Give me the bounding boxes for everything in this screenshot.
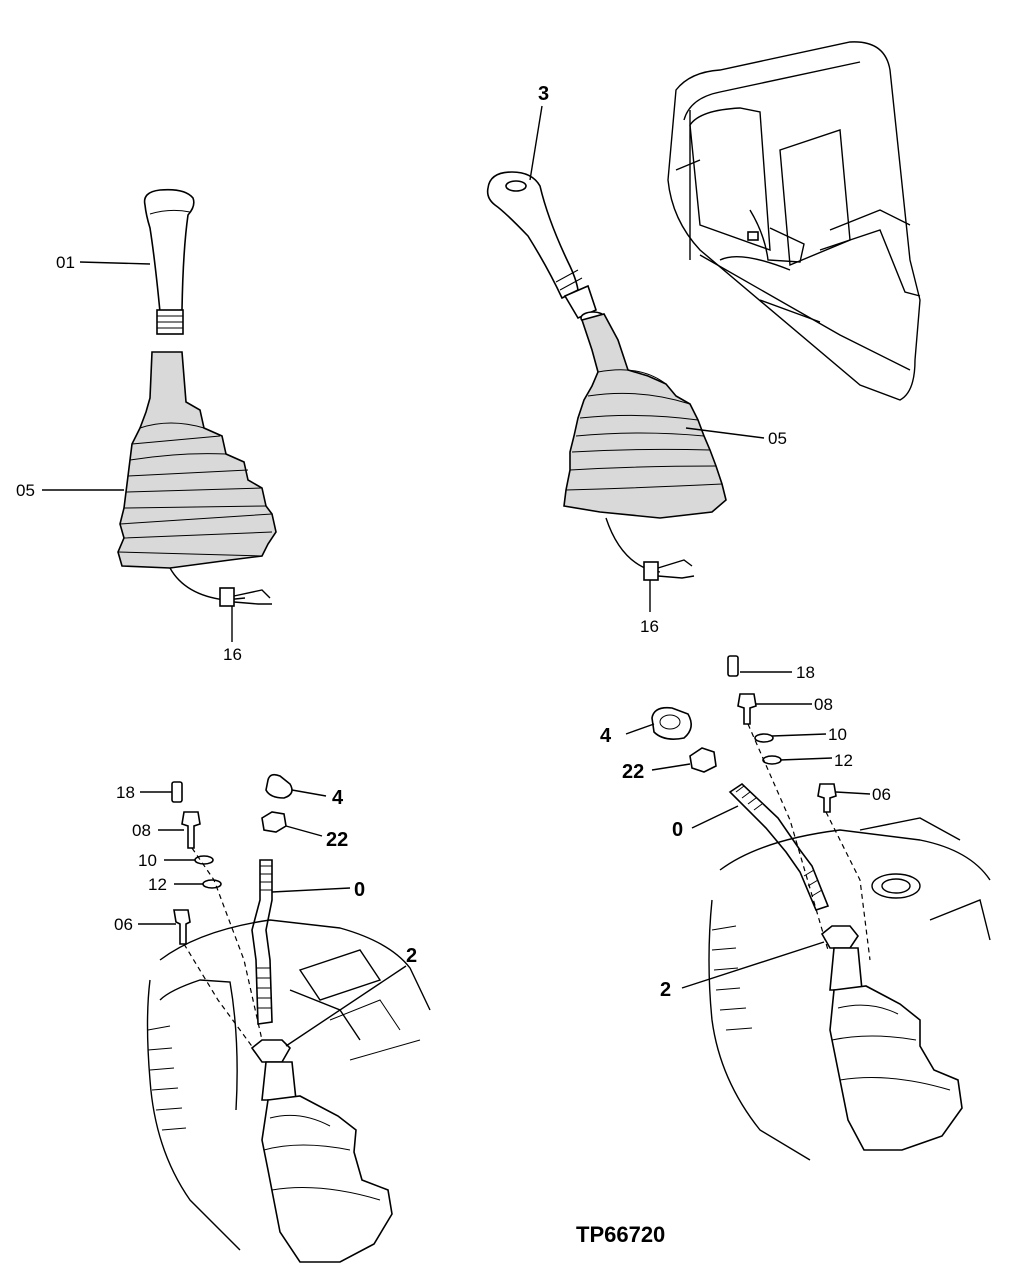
machine-cab-outline: [667, 41, 921, 401]
pin-18-right: [727, 655, 739, 677]
callout-22-right: 22: [622, 761, 644, 783]
callout-4-left: 4: [332, 787, 344, 809]
bolt-06-right: [817, 783, 837, 813]
nut-2-left: [250, 1039, 291, 1063]
callout-08-left: 08: [132, 821, 151, 840]
pilot-valve-right: [829, 985, 963, 1151]
figure-code: TP66720: [576, 1222, 665, 1247]
clamp-4-left: [265, 773, 293, 799]
left-lever-assembly: 01 05 16: [16, 188, 277, 664]
callout-22-left: 22: [326, 829, 348, 851]
left-valve-assembly: 18 08 10 12 06 4 22 0 2: [114, 773, 431, 1263]
bolt-08-right: [737, 693, 757, 725]
callout-12-right: 12: [834, 751, 853, 770]
hose-0-right: [728, 782, 830, 911]
callout-10-right: 10: [828, 725, 847, 744]
callout-3-right: 3: [538, 83, 549, 105]
callout-18-left: 18: [116, 783, 135, 802]
callout-06-right: 06: [872, 785, 891, 804]
callout-0-right: 0: [672, 819, 683, 841]
washer-10-right: [754, 733, 774, 743]
pilot-valve-left: [261, 1095, 393, 1263]
callout-01-left: 01: [56, 253, 75, 272]
washer-12-left: [202, 879, 222, 889]
callout-08-right: 08: [814, 695, 833, 714]
callout-16-right: 16: [640, 617, 659, 636]
callout-10-left: 10: [138, 851, 157, 870]
callout-4-right: 4: [600, 725, 612, 747]
washer-12-right: [762, 755, 782, 765]
lever-knob-right: [486, 171, 579, 300]
hose-0-left: [251, 859, 273, 1025]
nut-22-left: [261, 811, 287, 833]
callout-18-right: 18: [796, 663, 815, 682]
callout-12-left: 12: [148, 875, 167, 894]
callout-0-left: 0: [354, 879, 365, 901]
callout-16-left: 16: [223, 645, 242, 664]
right-valve-assembly: 18 08 10 12 06 4 22 0 2: [600, 655, 991, 1161]
callout-2-right: 2: [660, 979, 671, 1001]
bolt-06-left: [173, 909, 191, 945]
nut-2-right: [820, 925, 859, 949]
nut-22-right: [689, 747, 717, 773]
bolt-08-left: [181, 811, 201, 849]
pin-18-left: [171, 781, 183, 803]
clamp-4-right: [651, 706, 692, 740]
wire-clip-right: [643, 561, 659, 581]
callout-06-left: 06: [114, 915, 133, 934]
wire-clip: [219, 587, 235, 607]
right-lever-assembly: 3 05 16: [486, 83, 787, 636]
lever-knob: [143, 188, 195, 313]
rubber-boot: [117, 351, 277, 569]
callout-05-left: 05: [16, 481, 35, 500]
callout-2-left: 2: [406, 945, 417, 967]
callout-05-right: 05: [768, 429, 787, 448]
